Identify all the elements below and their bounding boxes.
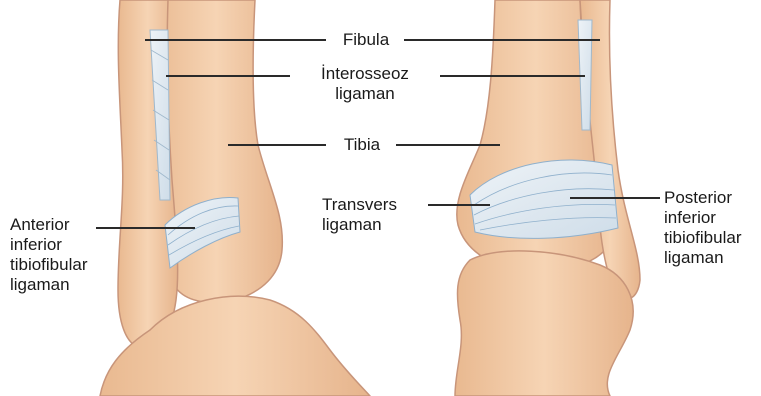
label-fibula: Fibula xyxy=(328,30,404,50)
label-posterior-line1: Posterior xyxy=(664,188,742,208)
label-posterior-line4: ligaman xyxy=(664,248,742,268)
label-anterior-line4: ligaman xyxy=(10,275,88,295)
label-anterior-line3: tibiofibular xyxy=(10,255,88,275)
label-interosseous-line1: İnterosseoz xyxy=(290,64,440,84)
label-posterior-line3: tibiofibular xyxy=(664,228,742,248)
label-tibia-text: Tibia xyxy=(328,135,396,155)
label-anterior-line2: inferior xyxy=(10,235,88,255)
label-interosseous-ligament: İnterosseoz ligaman xyxy=(290,64,440,104)
talus-bone-posterior xyxy=(455,251,633,396)
label-anterior-line1: Anterior xyxy=(10,215,88,235)
label-interosseous-line2: ligaman xyxy=(290,84,440,104)
label-posterior-inferior-tibiofibular-ligament: Posterior inferior tibiofibular ligaman xyxy=(664,188,742,268)
label-posterior-line2: inferior xyxy=(664,208,742,228)
label-transverse-line1: Transvers xyxy=(322,195,397,215)
label-transverse-line2: ligaman xyxy=(322,215,397,235)
label-anterior-inferior-tibiofibular-ligament: Anterior inferior tibiofibular ligaman xyxy=(10,215,88,295)
label-fibula-text: Fibula xyxy=(328,30,404,50)
label-tibia: Tibia xyxy=(328,135,396,155)
label-transverse-ligament: Transvers ligaman xyxy=(322,195,397,235)
